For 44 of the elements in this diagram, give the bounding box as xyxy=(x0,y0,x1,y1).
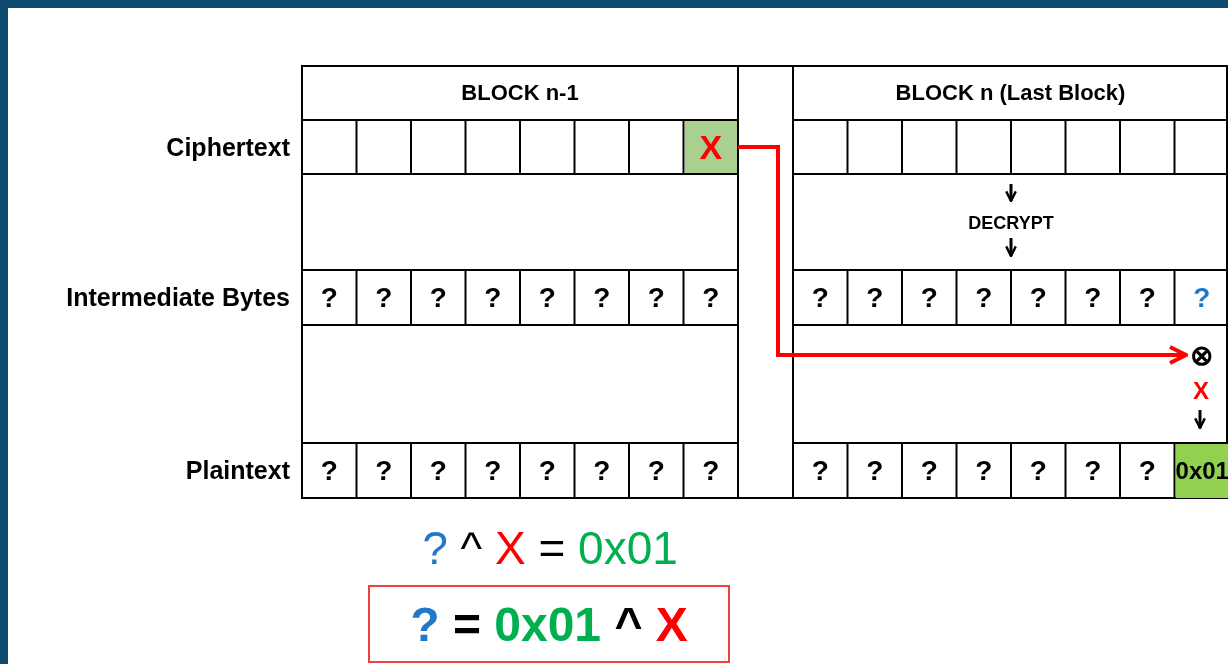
byte-value: ? xyxy=(810,280,830,315)
byte-value: ? xyxy=(646,453,666,488)
byte-value: ? xyxy=(1137,453,1157,488)
byte-value: ? xyxy=(1028,453,1048,488)
byte-value: X xyxy=(684,121,737,173)
byte-value: ? xyxy=(701,453,721,488)
byte-value: ? xyxy=(483,453,503,488)
byte-value: ? xyxy=(537,280,557,315)
byte-value: ? xyxy=(701,280,721,315)
step-label: DECRYPT xyxy=(967,211,1055,235)
equation: ? = 0x01 ^ X xyxy=(368,585,730,663)
byte-value: ? xyxy=(974,280,994,315)
byte-value: ? xyxy=(865,453,885,488)
byte-value: ? xyxy=(919,280,939,315)
byte-value: ? xyxy=(319,280,339,315)
byte-value: ? xyxy=(646,280,666,315)
byte-value: ? xyxy=(374,453,394,488)
byte-value: ? xyxy=(428,280,448,315)
column-header: BLOCK n (Last Block) xyxy=(894,79,1127,107)
column-header: BLOCK n-1 xyxy=(460,79,580,107)
byte-value: ? xyxy=(1083,453,1103,488)
row-label: Intermediate Bytes xyxy=(65,282,290,313)
byte-value: ? xyxy=(974,453,994,488)
byte-value: ? xyxy=(374,280,394,315)
byte-value: ? xyxy=(1028,280,1048,315)
hex-value: 0x01 xyxy=(1175,444,1228,498)
arrow xyxy=(738,145,1188,365)
byte-value: X xyxy=(1192,376,1210,406)
xor-symbol: ⊗ xyxy=(1186,340,1216,370)
byte-value: ? xyxy=(1192,280,1212,315)
byte-value: ? xyxy=(537,453,557,488)
byte-value: ? xyxy=(1083,280,1103,315)
byte-value: ? xyxy=(428,453,448,488)
equation: ? ^ X = 0x01 xyxy=(421,521,679,576)
byte-value: ? xyxy=(919,453,939,488)
byte-value: ? xyxy=(865,280,885,315)
byte-value: ? xyxy=(592,280,612,315)
row-label: Ciphertext xyxy=(165,131,290,163)
byte-value: ? xyxy=(319,453,339,488)
row-label: Plaintext xyxy=(184,455,290,486)
byte-value: ? xyxy=(592,453,612,488)
byte-value: ? xyxy=(1137,280,1157,315)
byte-value: ? xyxy=(810,453,830,488)
byte-value: ? xyxy=(483,280,503,315)
